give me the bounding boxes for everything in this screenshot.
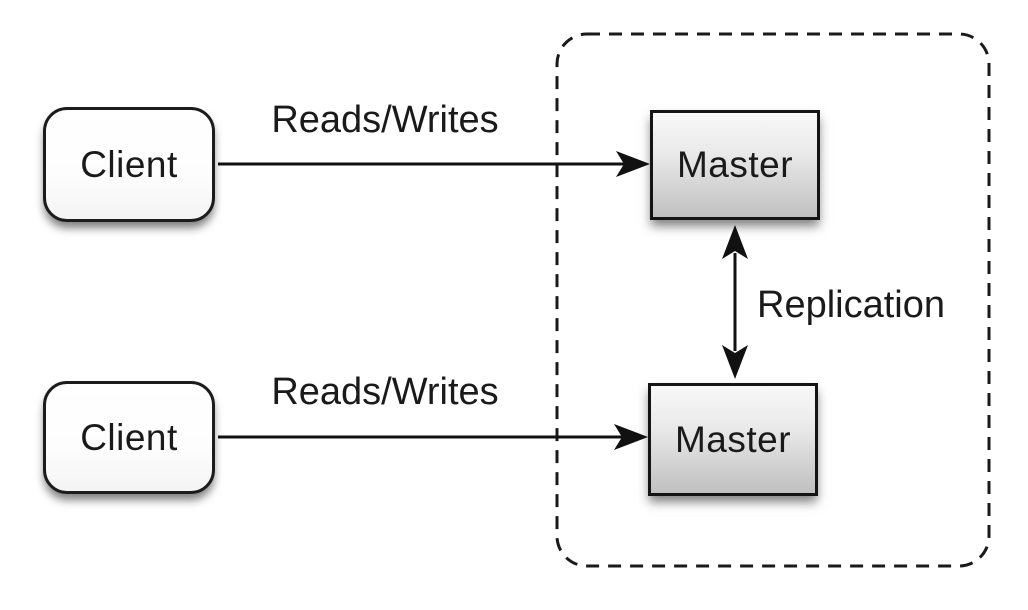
node-master-top: Master: [650, 110, 820, 220]
node-client-bottom: Client: [43, 381, 215, 494]
node-client-top-label: Client: [80, 143, 178, 185]
node-master-bottom: Master: [648, 383, 818, 496]
replication-group-dashed-border: [555, 32, 991, 568]
node-master-top-label: Master: [676, 144, 794, 185]
node-client-bottom-label: Client: [80, 416, 178, 458]
node-client-top: Client: [43, 107, 215, 222]
edge-label-reads-writes-top: Reads/Writes: [271, 99, 499, 141]
edge-label-reads-writes-bottom: Reads/Writes: [271, 371, 499, 413]
edge-replication-arrow: [722, 225, 748, 379]
node-master-bottom-label: Master: [674, 418, 792, 460]
edge-reads-writes-bottom-arrow: [218, 424, 648, 450]
edge-label-replication: Replication: [757, 284, 945, 326]
edge-reads-writes-top-arrow: [218, 151, 650, 177]
